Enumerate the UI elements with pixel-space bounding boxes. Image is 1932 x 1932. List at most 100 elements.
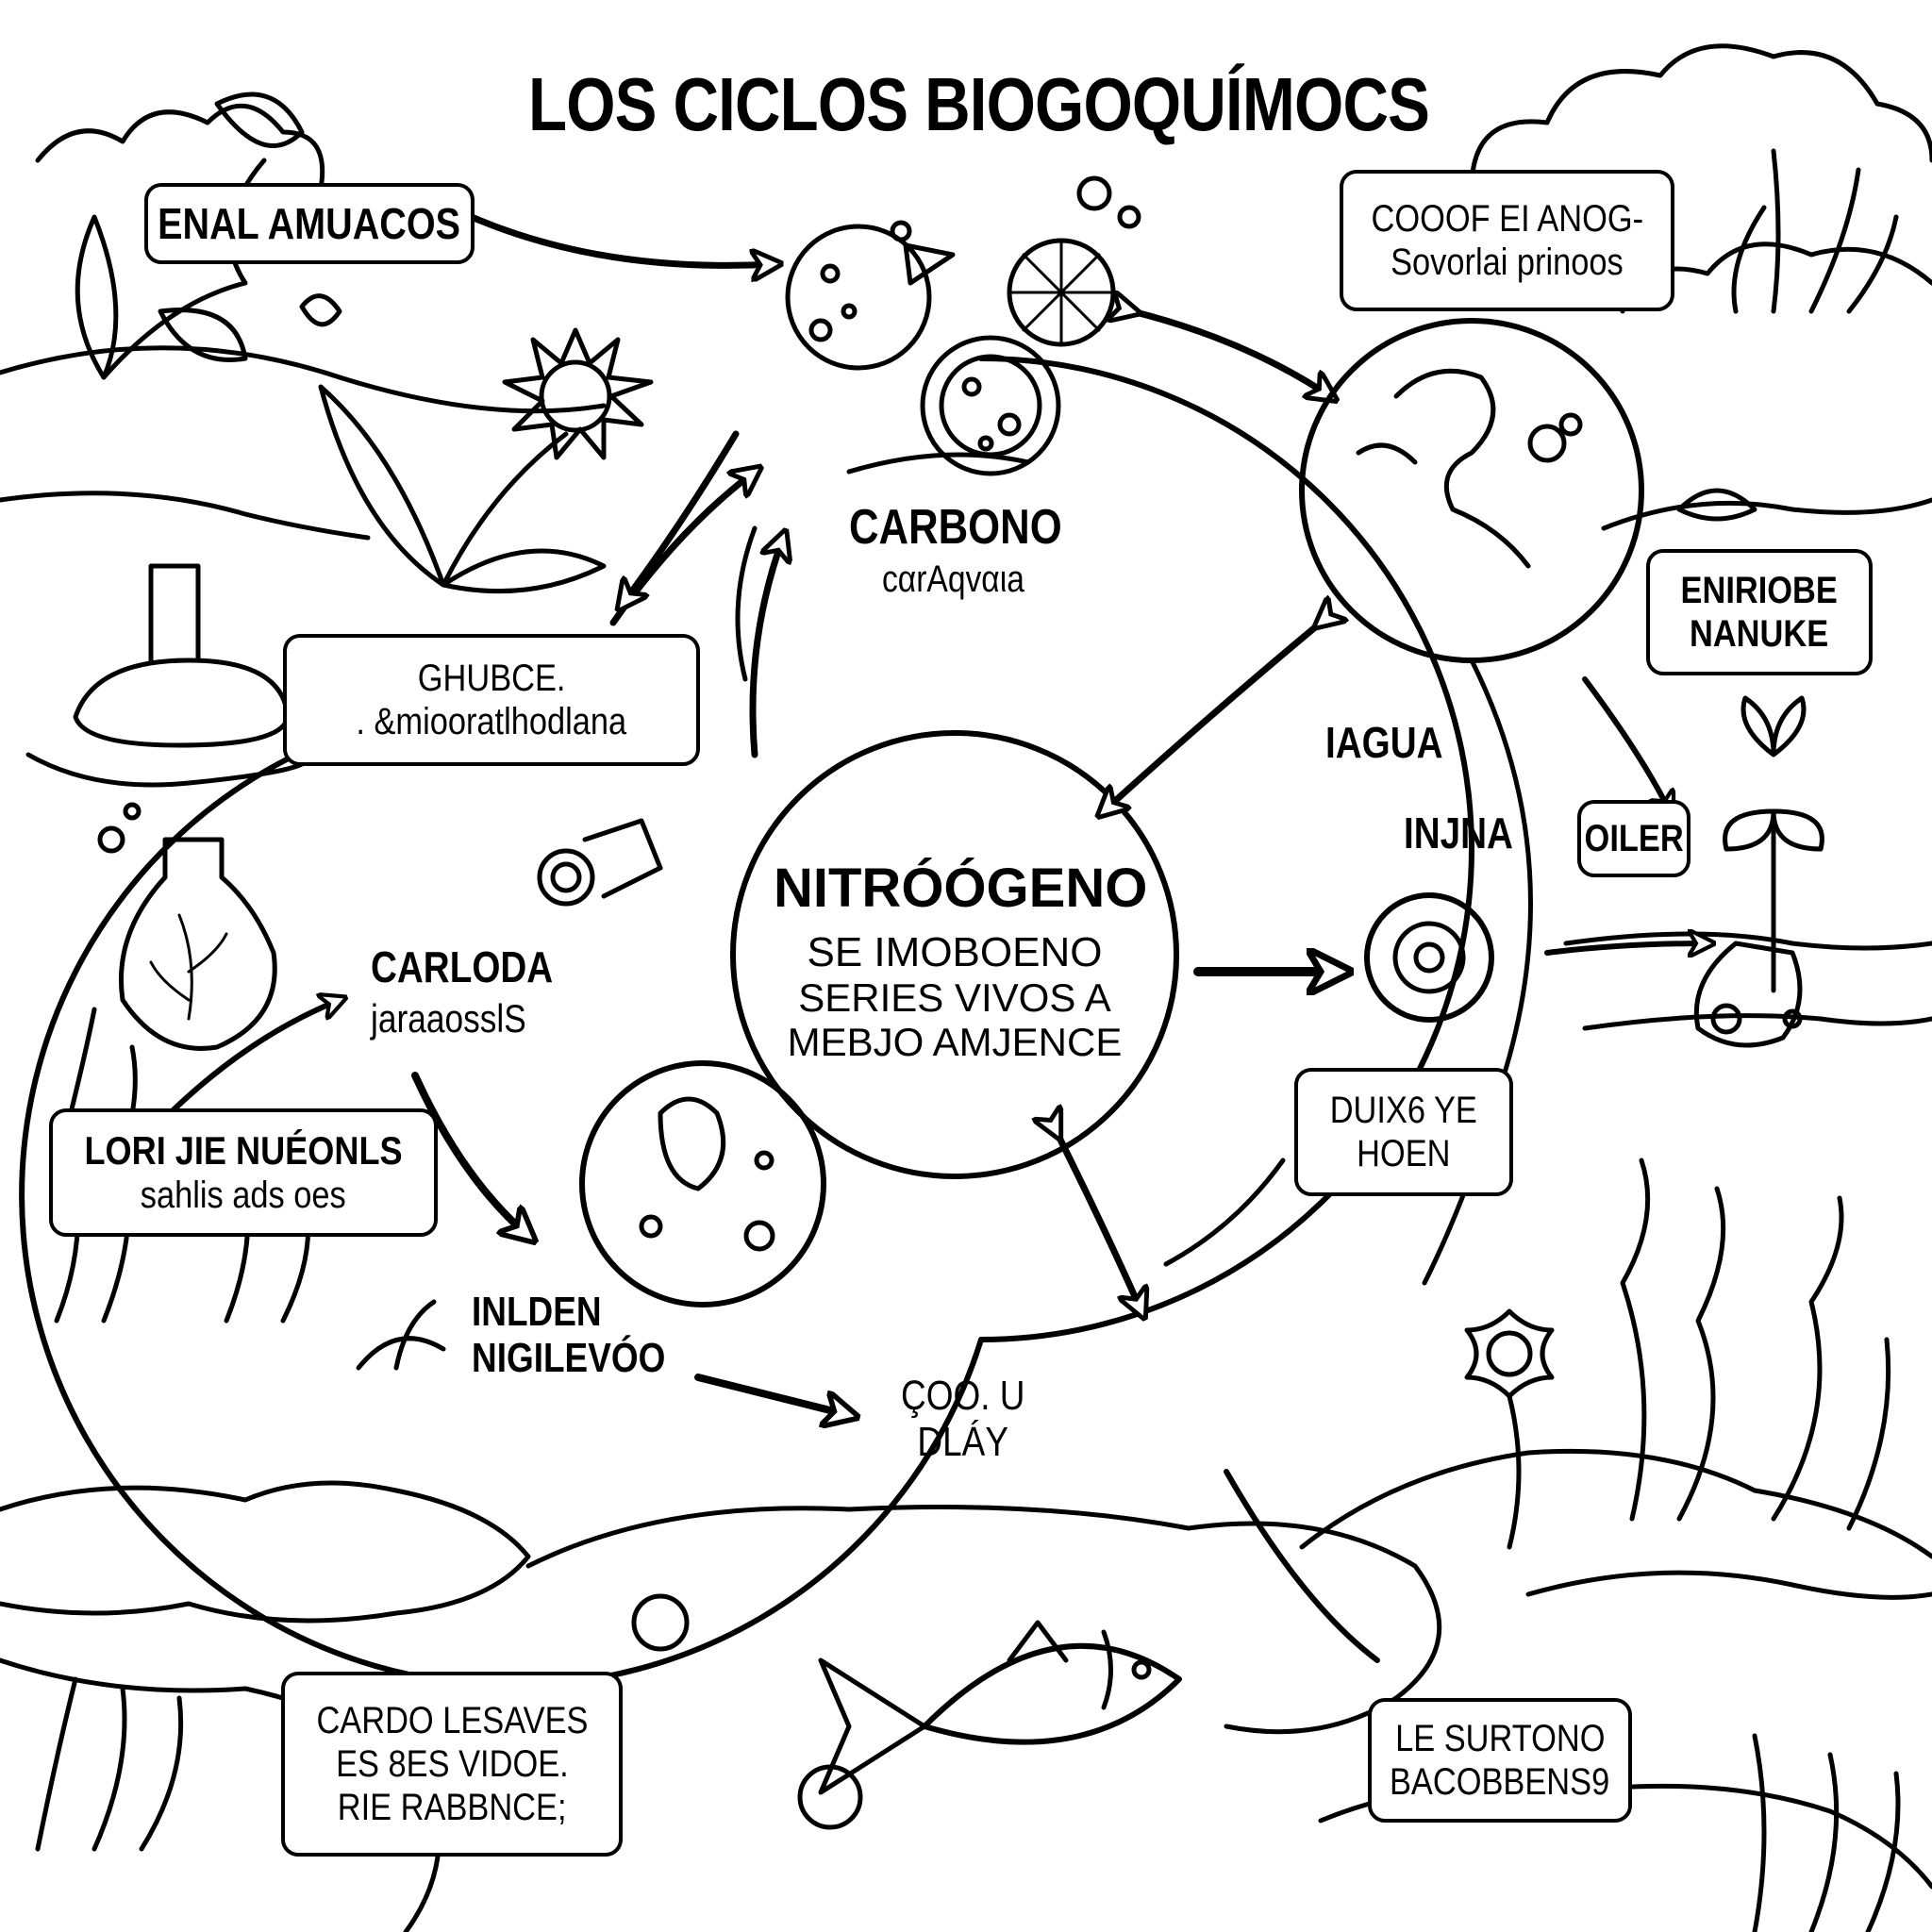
label-inlden: INLDEN NIGILEVÓO (472, 1289, 665, 1382)
bottle-left (118, 837, 277, 1051)
arrow-double-top (1132, 311, 1330, 396)
callout-top-right: COOOF EI ANOG- Sovorlai prinoos (1340, 170, 1674, 311)
label-injna: INJNA (1404, 808, 1513, 858)
callout-bottom-right: LE SURTONO BACOBBENS9 (1368, 1698, 1632, 1823)
earth-planet (1299, 318, 1644, 663)
inner-arc-left (735, 525, 758, 682)
callout-bottom-left-line-1: CARDO LESAVES (315, 1700, 589, 1741)
callout-bottom-right-line-1: LE SURTONO (1394, 1718, 1606, 1759)
arrow-up-left-2 (749, 538, 783, 758)
arrow-diagonal-center (1104, 623, 1321, 811)
cloud-top-right (1469, 43, 1932, 192)
callout-right-lower-line-1: DUIX6 YE (1329, 1090, 1478, 1131)
seaweed-bottom-left (35, 1676, 184, 1852)
left-plant-stem (441, 431, 569, 588)
flask-dish (73, 658, 291, 748)
left-plant-leaf-5 (214, 92, 305, 148)
callout-right-lower-line-2: HOEN (1357, 1133, 1451, 1174)
callout-right-upper-line-1: ENIRIOBE (1680, 570, 1839, 611)
arrow-up-left (609, 472, 755, 626)
label-inlden-line-1: INLDEN (472, 1289, 602, 1335)
label-coo: ÇOO. U DLÁY (901, 1373, 1024, 1466)
reel-object (537, 848, 595, 907)
device-right (1364, 892, 1494, 1023)
ground-bottom-left (0, 1480, 531, 1624)
arrow-left-up (158, 1000, 340, 1125)
callout-top-right-line-1: COOOF EI ANOG- (1371, 198, 1643, 240)
left-plant-leaf-2 (441, 548, 607, 594)
main-cycle-ring-tail (1224, 1469, 1380, 1663)
sunflower-petals (502, 327, 654, 460)
fish-body (922, 1642, 1182, 1745)
callout-mid-left: GHUBCE. . &miooratlhodlana (283, 634, 700, 766)
callout-bottom-left-line-3: RIE RABBNCE; (337, 1787, 567, 1828)
callout-top-left-text: ENAL AMUACOS (158, 198, 461, 248)
main-cycle-ring (19, 356, 1474, 1689)
inner-arc-top (846, 452, 1031, 475)
center-line-2: SERIES VIVOS A (798, 975, 1111, 1021)
callout-right-lower: DUIX6 YE HOEN (1294, 1068, 1513, 1196)
outer-arc-right (1422, 658, 1533, 1286)
label-agua: IAGUA (1325, 718, 1443, 767)
callout-bottom-right-line-2: BACOBBENS9 (1390, 1761, 1610, 1803)
arrow-right-out (1544, 943, 1707, 953)
arrow-right-down (1582, 676, 1670, 811)
sunflower-center (539, 359, 612, 433)
label-carloda-sub: jaraaosslS (371, 996, 526, 1041)
flower-bottom (1486, 1330, 1533, 1377)
fish-tail (818, 1657, 927, 1795)
seaweed-right-top (1731, 148, 1899, 314)
left-plant-leaf-1 (318, 384, 446, 588)
callout-right-upper: ENIRIOBE NANUKE (1646, 549, 1873, 675)
river-right-2 (1582, 1013, 1932, 1031)
center-line-1: SE IMOBOENO (807, 928, 1103, 975)
arrow-down-center (1057, 1132, 1141, 1311)
carbon-planet-mouth (903, 242, 956, 286)
earth-planet-lower (579, 1060, 826, 1307)
callout-bottom-left-line-2: ES 8ES VIDOE. (335, 1743, 569, 1785)
left-plant-leaf-4 (158, 308, 248, 362)
callout-right-mid-text: OILER (1584, 818, 1684, 859)
callout-mid-left-line-1: GHUBCE. (417, 658, 566, 699)
callout-bottom-left: CARDO LESAVES ES 8ES VIDOE. RIE RABBNCE; (281, 1672, 623, 1857)
page-title: LOS CICLOS BIOGOQUÍMOCS (528, 62, 1430, 146)
ground-right-mid (1525, 1570, 1932, 1600)
center-heading: NITRÓÓGENO (774, 858, 1148, 919)
river-right (1563, 931, 1932, 951)
callout-left-lower-line-2: sahlis ads oes (140, 1174, 346, 1217)
callout-mid-left-line-2: . &miooratlhodlana (356, 701, 627, 742)
callout-right-mid: OILER (1577, 800, 1690, 877)
arrow-to-carbon-planet (468, 213, 774, 265)
hill-left-mid (0, 491, 371, 541)
label-carbono: CARBONO (849, 500, 1062, 555)
ground-bottom-right (1299, 1448, 1932, 1559)
seaweed-bottom-right (1752, 1733, 1901, 1932)
carbon-planet-eye (890, 220, 912, 242)
carbon-planet (785, 224, 932, 371)
bulb-seed (1693, 941, 1803, 1048)
arrow-to-coo (694, 1374, 849, 1415)
pond (525, 1505, 1442, 1735)
hill-left-top (0, 345, 607, 414)
callout-left-lower-line-1: LORI JIE NUÉONLS (84, 1127, 403, 1173)
label-inlden-line-2: NIGILEVÓO (472, 1335, 666, 1382)
arrow-down-left (623, 430, 740, 604)
hill-right-top (1601, 497, 1932, 531)
callout-left-lower: LORI JIE NUÉONLS sahlis ads oes (49, 1108, 438, 1237)
seaweed-right-1 (1620, 1158, 1651, 1522)
center-text: NITRÓÓGENO SE IMOBOENO SERIES VIVOS A ME… (774, 858, 1148, 1065)
center-line-3: MEBJO AMJENCE (787, 1020, 1123, 1065)
label-carbono-sub: cαrAqvαιa (882, 558, 1024, 600)
arrow-down-left-2 (411, 1072, 528, 1236)
label-coo-line-1: ÇOO. U (901, 1373, 1025, 1419)
center-circle (730, 730, 1179, 1179)
carbon-cell (920, 335, 1061, 476)
callout-top-right-line-2: Sovorlai prinoos (1391, 242, 1624, 283)
label-coo-line-2: DLÁY (917, 1419, 1008, 1466)
callout-top-left: ENAL AMUACOS (144, 183, 475, 264)
inner-arc-right (1163, 1158, 1286, 1267)
fish-eye (1131, 1659, 1152, 1680)
callout-right-upper-line-2: NANUKE (1690, 613, 1829, 655)
label-carloda: CARLODA (371, 942, 554, 991)
